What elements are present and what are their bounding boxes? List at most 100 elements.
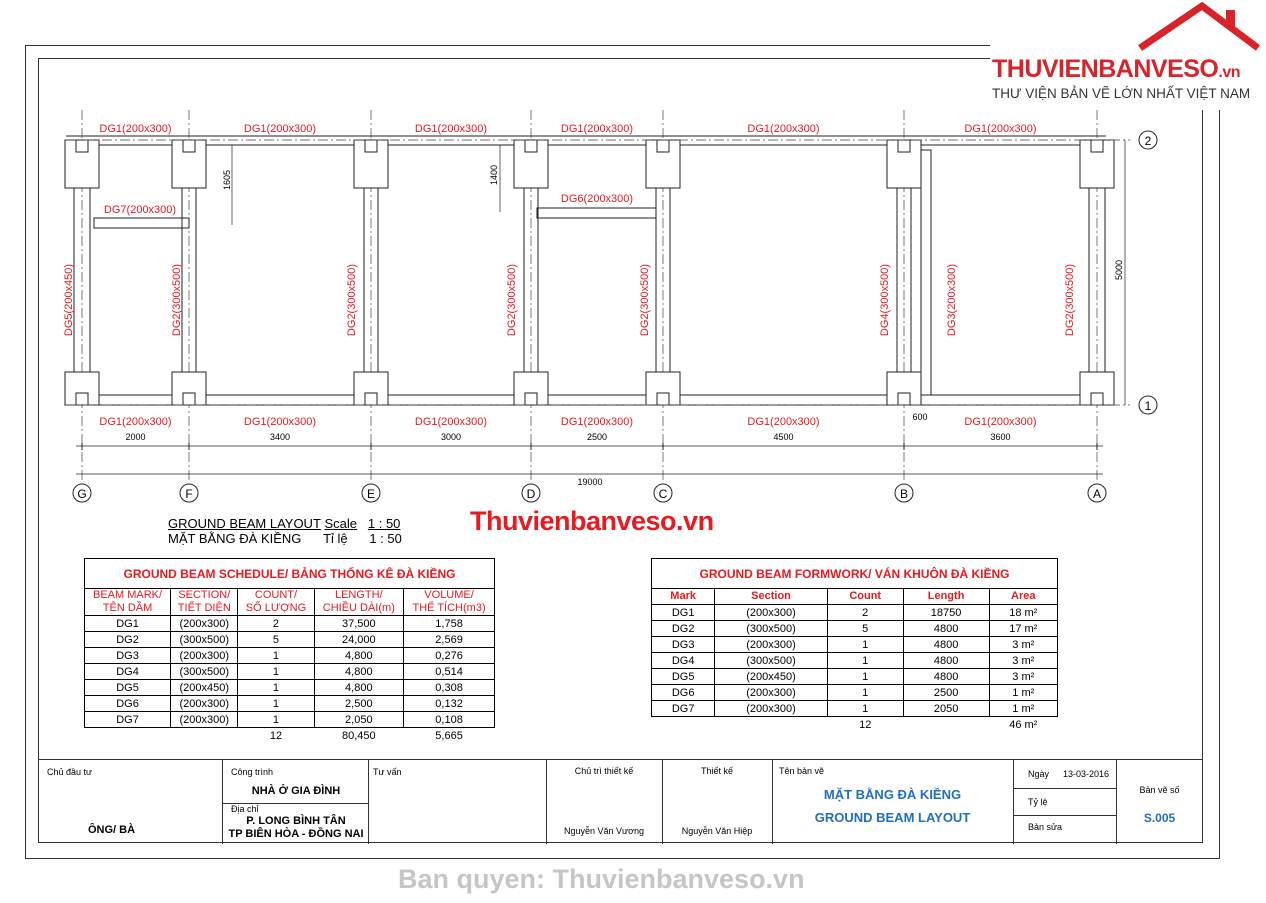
column-header: BEAM MARK/TÊN DẦM (83, 588, 172, 616)
table-cell: 0,108 (403, 711, 495, 728)
bottom-beam-label: DG1(200x300) (561, 416, 633, 428)
table-cell: (200x300) (170, 615, 239, 632)
table-cell: 1 (826, 652, 904, 669)
vertical-beam-label: DG2(300x500) (1064, 264, 1076, 336)
column-footing (645, 371, 681, 406)
table-cell: (200x300) (170, 695, 239, 712)
column-footing (513, 139, 549, 189)
table-cell: 2,500 (313, 695, 405, 712)
logo-tagline: THƯ VIỆN BẢN VẼ LỚN NHẤT VIỆT NAM (992, 86, 1251, 101)
column-footing (353, 139, 389, 189)
table-cell: (300x500) (714, 652, 828, 669)
revision-label: Bản sửa (1028, 822, 1063, 832)
drawing-title-en: GROUND BEAM LAYOUT (814, 810, 971, 825)
column-header: VOLUME/THỂ TÍCH(m3) (403, 588, 495, 616)
table-cell: 4800 (902, 620, 990, 637)
table-cell: 18 m² (988, 604, 1059, 621)
header-line: COUNT/ (254, 589, 298, 601)
beam-dg7 (93, 217, 190, 229)
logo-brand: THUVIENBANVESO.vn (992, 55, 1240, 84)
table-cell: DG7 (83, 711, 172, 728)
owner-label: Chủ đầu tư (47, 767, 93, 777)
beam-dg3 (920, 149, 932, 396)
table-cell: 1 m² (988, 684, 1059, 701)
table-cell: (200x300) (714, 604, 828, 621)
top-beam-label: DG1(200x300) (244, 123, 316, 135)
logo-brand-text: THUVIENBANVESO (992, 55, 1219, 83)
top-beam-label: DG1(200x300) (415, 123, 487, 135)
header-line: BEAM MARK/ (93, 589, 163, 601)
axis-bubble (1138, 395, 1158, 415)
table-cell: (200x300) (170, 711, 239, 728)
table-cell: DG7 (650, 700, 716, 717)
table-cell: DG2 (83, 631, 172, 648)
axis-label: D (527, 487, 536, 501)
column-header: Area (988, 588, 1059, 605)
column (364, 139, 378, 153)
axis-label: 1 (1145, 399, 1152, 413)
table-cell: 1,758 (403, 615, 495, 632)
table-cell: 1 (237, 695, 315, 712)
column-footing (1079, 139, 1115, 189)
scale-label: Scale (324, 516, 358, 531)
header-line: VOLUME/ (424, 589, 474, 601)
table-cell: 2 (237, 615, 315, 632)
table-cell: DG4 (83, 663, 172, 680)
axis-label: C (659, 487, 668, 501)
table-cell: 17 m² (988, 620, 1059, 637)
table-cell: 1 (237, 647, 315, 664)
table-cell: 3 m² (988, 668, 1059, 685)
scale-value-vn: 1 : 50 (369, 531, 402, 546)
table-cell: DG2 (650, 620, 716, 637)
sheet-number: S.005 (1143, 811, 1176, 825)
column-footing (513, 371, 549, 406)
beam-dg6 (536, 207, 657, 219)
header-line: CHIỀU DÀI(m) (322, 602, 395, 614)
header-line: THỂ TÍCH(m3) (412, 602, 486, 614)
column-footing (645, 139, 681, 189)
header-line: SECTION/ (178, 589, 231, 601)
drawing-frame-inner (38, 58, 1203, 843)
table-cell: 2,569 (403, 631, 495, 648)
logo (990, 0, 1266, 110)
table-cell: 5 (826, 620, 904, 637)
sheet-label: Bản vẽ số (1139, 785, 1180, 795)
column-header: Length (902, 588, 990, 605)
axis-label: B (900, 487, 908, 501)
project-value: NHÀ Ở GIA ĐÌNH (251, 785, 341, 797)
table-cell: 0,276 (403, 647, 495, 664)
total-cell: 46 m² (1009, 718, 1038, 731)
table-cell: 2,050 (313, 711, 405, 728)
top-beam-label: DG1(200x300) (561, 123, 633, 135)
column-footing (171, 371, 207, 406)
axis-label: A (1093, 487, 1101, 501)
column (75, 392, 89, 406)
axis-bubble (1138, 130, 1158, 150)
table-cell: (300x500) (714, 620, 828, 637)
top-beam-label: DG1(200x300) (964, 123, 1036, 135)
date-value: 13-03-2016 (1063, 769, 1110, 779)
table-cell: 2050 (902, 700, 990, 717)
table-cell: 1 (826, 684, 904, 701)
vertical-beam-label: DG3(200x300) (946, 264, 958, 336)
column-footing (64, 139, 100, 189)
axis-label: F (185, 487, 192, 501)
layout-title-en: GROUND BEAM LAYOUT (168, 516, 321, 531)
table-cell: 4,800 (313, 647, 405, 664)
column-footing (353, 371, 389, 406)
date-label: Ngày (1028, 769, 1050, 779)
table-title: GROUND BEAM FORMWORK/ VÁN KHUÔN ĐÀ KIỀNG (651, 558, 1058, 589)
layout-title-vn: MẶT BẰNG ĐÀ KIỀNG (168, 531, 302, 546)
table-cell: 1 (826, 700, 904, 717)
table-cell: 1 (237, 663, 315, 680)
address-line1: P. LONG BÌNH TÂN (246, 815, 346, 827)
project-label: Công trình (231, 767, 274, 777)
total-cell (171, 728, 238, 744)
